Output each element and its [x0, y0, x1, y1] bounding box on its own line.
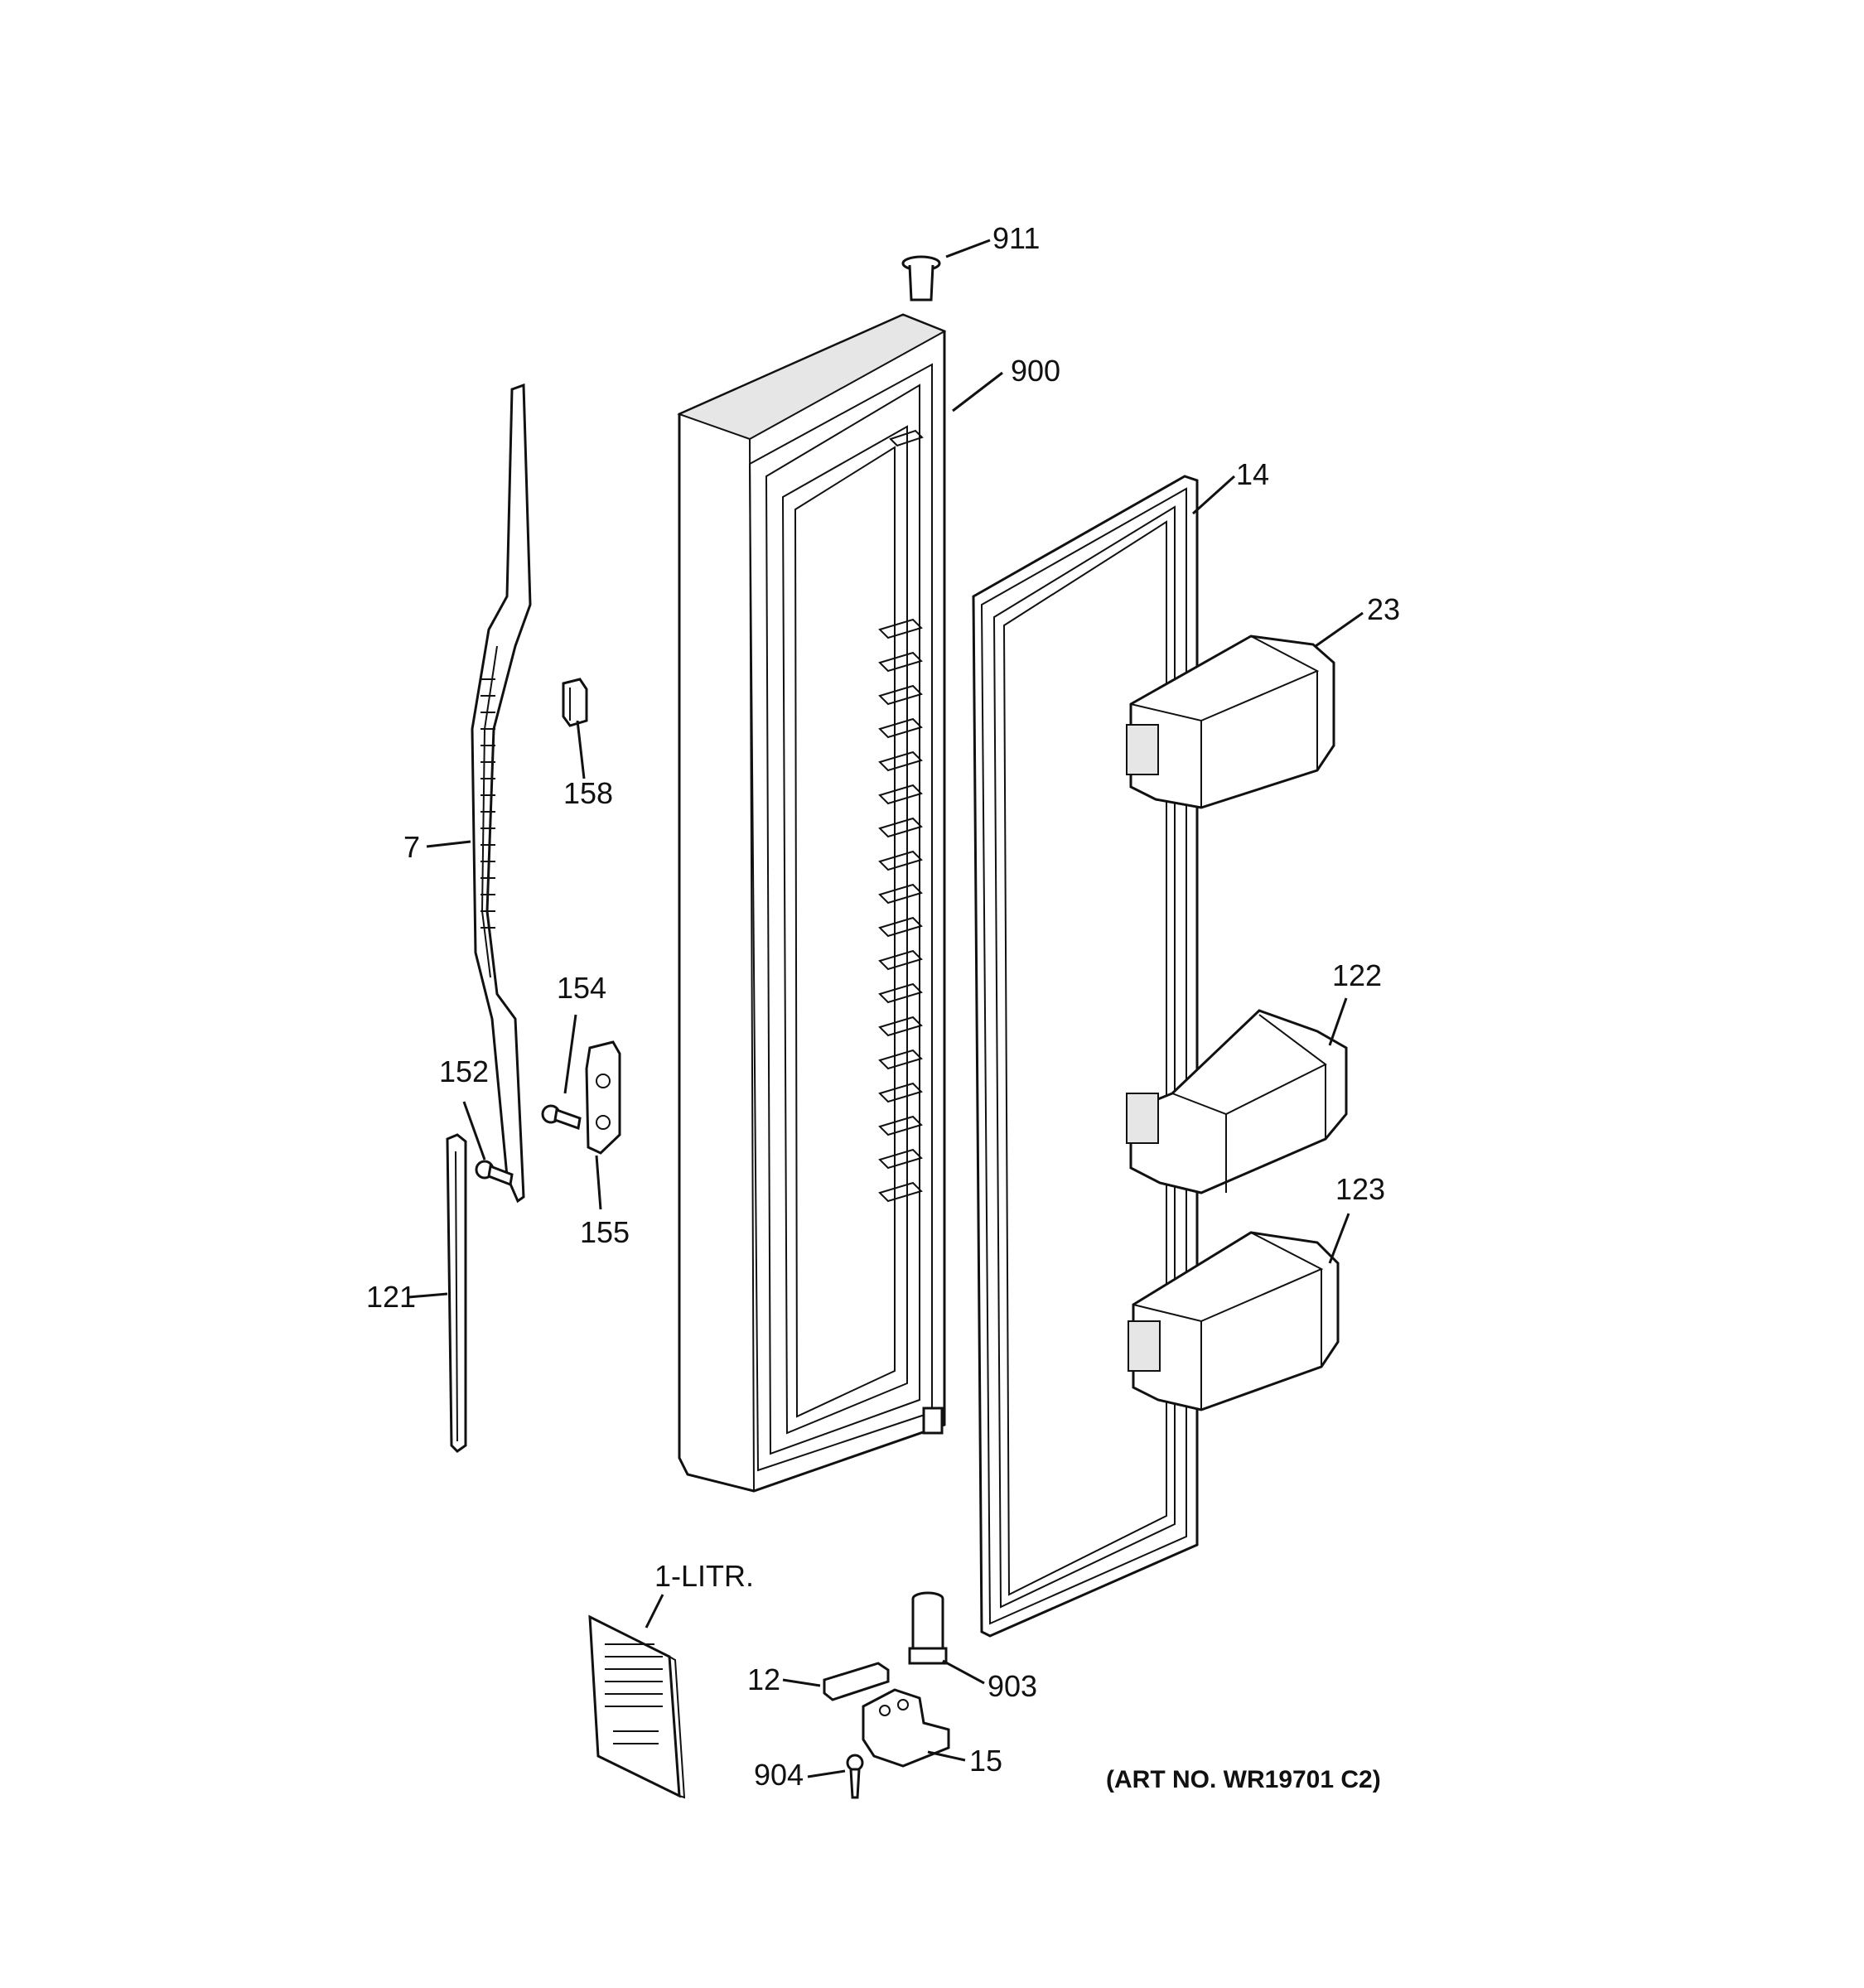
- callout-7: 7: [403, 830, 420, 864]
- door-panel-part: [677, 313, 947, 1493]
- bottom-hinge-part: [862, 1688, 950, 1768]
- callout-14: 14: [1236, 457, 1269, 491]
- handle-grip-ridges: [480, 678, 495, 929]
- callout-155: 155: [580, 1215, 630, 1249]
- lower-door-bin-part: [1128, 1231, 1340, 1411]
- callout-154: 154: [557, 971, 606, 1005]
- callout-911: 911: [992, 221, 1040, 255]
- callout-152: 152: [439, 1054, 489, 1088]
- handle-trim-part: [446, 1133, 467, 1453]
- literature-booklet-part: [588, 1614, 686, 1799]
- handle-bracket-part: [585, 1040, 621, 1155]
- screw-154-part: [541, 1104, 582, 1131]
- callout-122: 122: [1332, 958, 1382, 992]
- callout-15: 15: [969, 1744, 1002, 1778]
- hinge-screw-part: [846, 1754, 864, 1799]
- door-handle-part: [471, 383, 532, 1204]
- leader-lines: [408, 239, 1364, 1778]
- callout-1-litr: 1-LITR.: [654, 1559, 754, 1593]
- hinge-shim-part: [823, 1662, 890, 1701]
- callout-23: 23: [1367, 592, 1400, 626]
- callout-12: 12: [747, 1662, 780, 1696]
- top-bushing-part: [901, 255, 941, 302]
- shelf-clip-column: [878, 618, 923, 1203]
- upper-door-bin-part: [1126, 635, 1335, 809]
- callout-121: 121: [366, 1280, 416, 1314]
- handle-cap-part: [562, 678, 588, 727]
- callout-123: 123: [1335, 1172, 1385, 1206]
- screw-152-part: [475, 1160, 514, 1187]
- art-number: (ART NO. WR19701 C2): [1106, 1766, 1381, 1793]
- callout-904: 904: [754, 1758, 804, 1792]
- middle-door-shelf-part: [1126, 1009, 1348, 1194]
- callout-900: 900: [1011, 354, 1060, 388]
- hinge-bushing-part: [908, 1591, 948, 1665]
- callout-158: 158: [563, 776, 613, 810]
- callout-903: 903: [988, 1669, 1037, 1703]
- door-gasket-part: [972, 475, 1199, 1638]
